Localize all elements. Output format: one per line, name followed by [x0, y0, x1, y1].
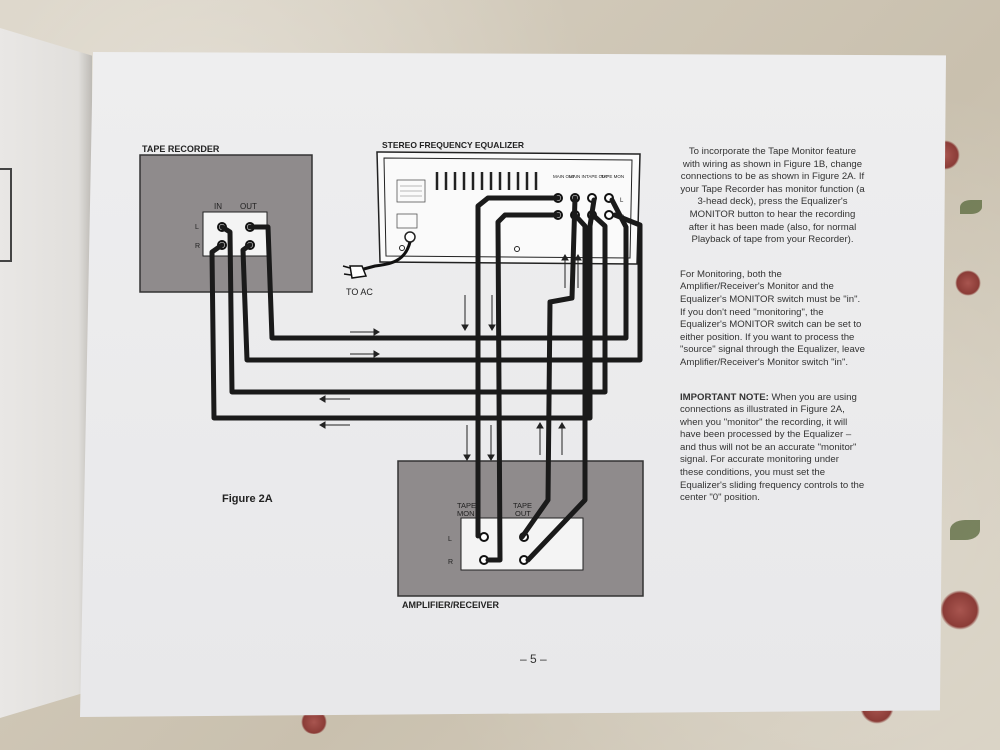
tape-out-label: TAPE OUT — [586, 174, 608, 179]
equalizer-box — [376, 151, 641, 265]
main-in-label: MAIN IN — [569, 174, 586, 179]
important-note-heading: IMPORTANT NOTE: — [680, 391, 769, 403]
paragraph-monitoring: For Monitoring, both the Amplifier/Recei… — [680, 268, 865, 368]
tape-out-r-cable — [240, 212, 643, 363]
eq-l-label: L — [620, 198, 624, 204]
spec-plate-lines — [400, 185, 422, 197]
r-label: R — [195, 243, 200, 250]
important-note-body: When you are using connections as illust… — [680, 391, 865, 504]
tape-in-l-cable — [219, 213, 608, 395]
power-cord — [359, 241, 412, 272]
tape-mon-label: TAPE MON — [601, 174, 624, 179]
power-cord-grommet — [404, 231, 416, 243]
main-out-label: MAIN OUT — [553, 174, 575, 179]
page-number: – 5 – — [520, 652, 547, 666]
power-label-plate — [396, 213, 418, 229]
amp-r-label: R — [448, 559, 453, 566]
amp-l-label: L — [448, 536, 452, 543]
amp-tape-mon-label-1: TAPE — [457, 501, 476, 510]
instruction-text-column: To incorporate the Tape Monitor feature … — [680, 146, 865, 527]
signal-cables — [209, 195, 643, 563]
paragraph-tape-monitor: To incorporate the Tape Monitor feature … — [680, 146, 865, 246]
l-label: L — [195, 224, 199, 231]
main-in-l-cable — [519, 195, 578, 540]
tape-out-l-cable — [247, 197, 629, 341]
amp-tape-out-label-2: OUT — [515, 509, 531, 518]
to-ac-label: TO AC — [346, 287, 373, 297]
out-label: OUT — [240, 202, 257, 211]
leaf-pattern — [950, 520, 980, 540]
signal-flow-arrows — [319, 254, 582, 461]
equalizer-rear-panel — [383, 157, 633, 259]
tape-in-r-cable — [209, 197, 597, 421]
equalizer-vents — [435, 172, 538, 190]
main-out-l-cable — [475, 195, 561, 539]
figure-caption: Figure 2A — [222, 493, 273, 505]
power-plug — [349, 265, 368, 279]
equalizer-spec-plate — [396, 179, 426, 203]
tape-recorder-label: TAPE RECORDER — [142, 144, 220, 154]
amplifier-label: AMPLIFIER/RECEIVER — [402, 600, 500, 610]
flower-pattern — [955, 270, 981, 296]
left-page-diagram-edge — [0, 168, 12, 262]
amp-tape-out-label-1: TAPE — [513, 501, 532, 510]
flower-pattern — [940, 590, 980, 630]
amp-tape-mon-label-2: MON — [457, 509, 475, 518]
leaf-pattern — [960, 200, 982, 214]
main-in-r-cable — [525, 212, 588, 563]
plug-prongs — [342, 265, 352, 276]
main-out-r-cable — [485, 212, 561, 563]
paragraph-important-note: IMPORTANT NOTE: When you are using conne… — [680, 392, 865, 505]
equalizer-label: STEREO FREQUENCY EQUALIZER — [382, 140, 524, 150]
left-page — [0, 28, 92, 718]
in-label: IN — [214, 202, 222, 211]
